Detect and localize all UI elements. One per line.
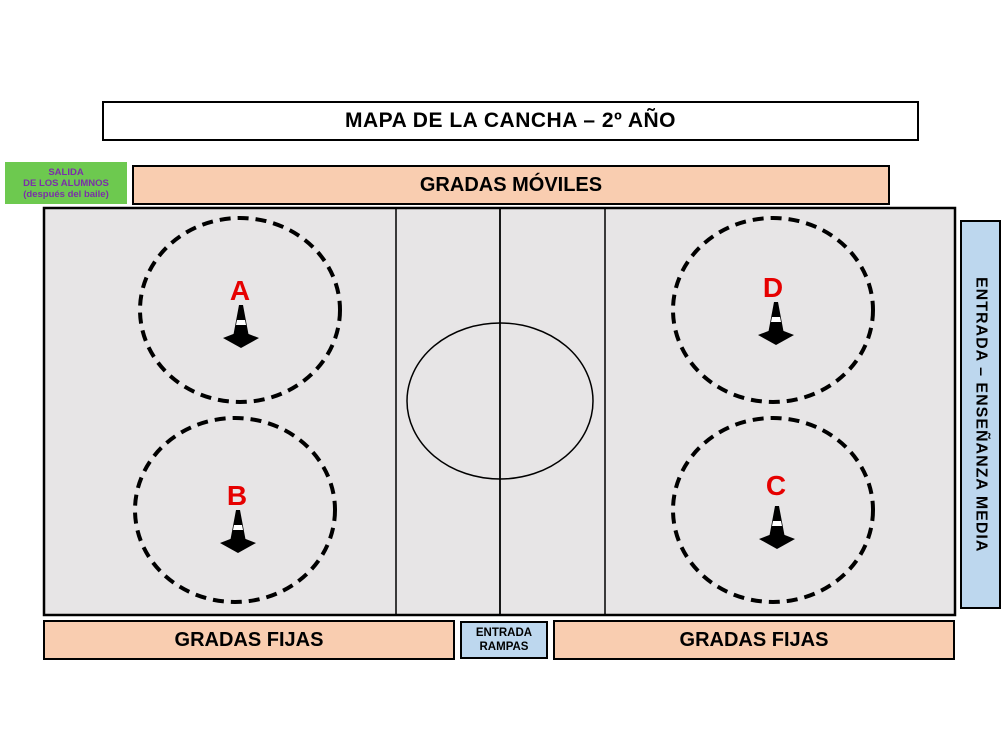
cone-icon — [759, 506, 795, 549]
zone-label-b: B — [227, 480, 247, 511]
fixed-bleachers-left: GRADAS FIJAS — [43, 620, 455, 660]
zone-label-a: A — [230, 275, 250, 306]
zone-label-d: D — [763, 272, 783, 303]
fixed-bleachers-right: GRADAS FIJAS — [553, 620, 955, 660]
secondary-school-entrance: ENTRADA – ENSEÑANZA MEDIA — [960, 220, 1001, 609]
center-circle — [406, 322, 594, 480]
cone-icon — [220, 510, 256, 553]
mobile-bleachers: GRADAS MÓVILES — [132, 165, 890, 205]
zone-a: A — [138, 216, 342, 404]
zone-circle — [671, 416, 875, 604]
exit-line-3: (después del baile) — [23, 188, 109, 200]
secondary-school-entrance-label: ENTRADA – ENSEÑANZA MEDIA — [972, 276, 990, 553]
page-title: MAPA DE LA CANCHA – 2º AÑO — [102, 101, 919, 141]
exit-label: SALIDA DE LOS ALUMNOS (después del baile… — [5, 162, 127, 204]
ramps-entrance-line-2: RAMPAS — [479, 641, 529, 653]
zone-circle — [133, 416, 337, 604]
zone-c: C — [671, 416, 875, 604]
exit-line-1: SALIDA — [48, 166, 84, 178]
zone-label-c: C — [766, 470, 786, 501]
ramps-entrance-line-1: ENTRADA — [475, 627, 533, 639]
zone-d: D — [671, 216, 875, 404]
cone-icon — [758, 302, 794, 345]
exit-line-2: DE LOS ALUMNOS — [23, 177, 109, 189]
cone-icon — [223, 305, 259, 348]
ramps-entrance: ENTRADA RAMPAS — [460, 621, 548, 659]
zone-circle — [138, 216, 342, 404]
zone-circle — [671, 216, 875, 404]
zone-b: B — [133, 416, 337, 604]
